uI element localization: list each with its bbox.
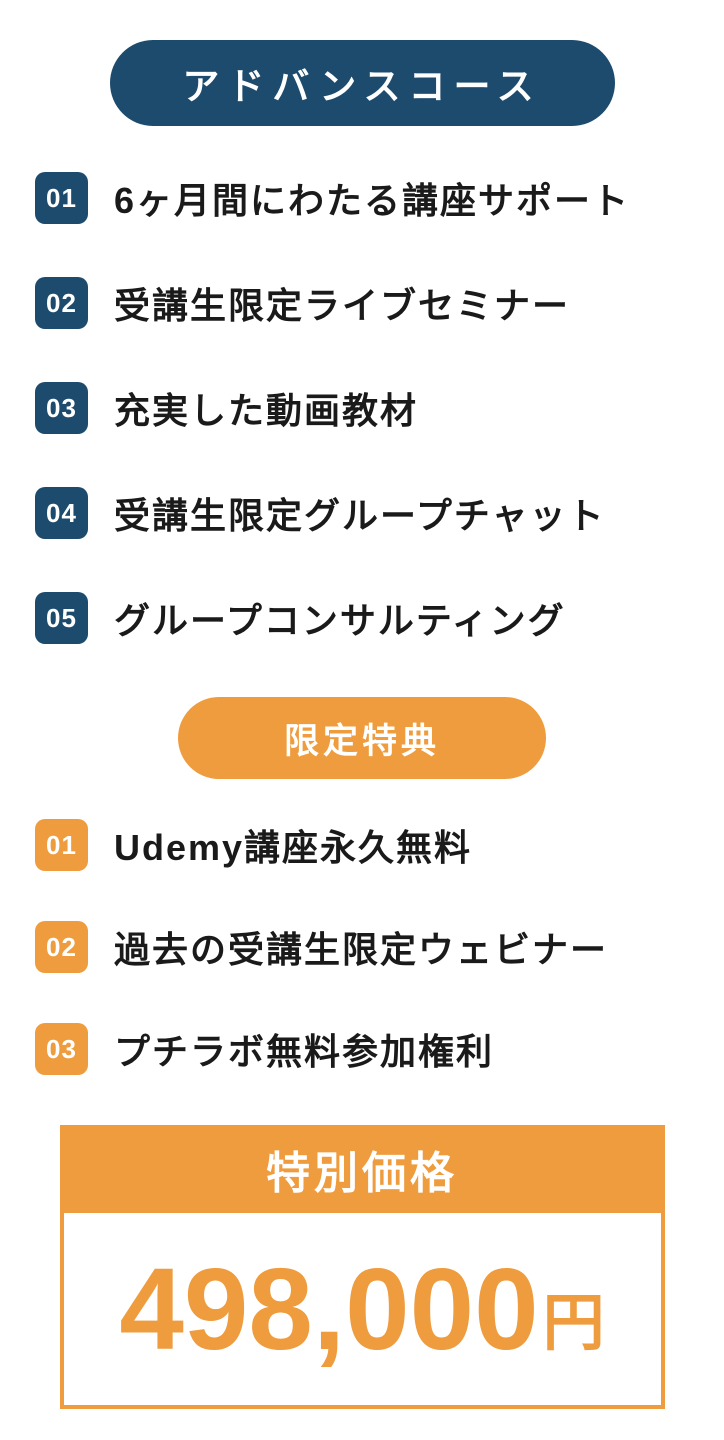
course-feature-item: 01 6ヶ月間にわたる講座サポート	[0, 172, 724, 224]
item-number-badge: 03	[35, 382, 88, 434]
course-feature-list: 01 6ヶ月間にわたる講座サポート 02 受講生限定ライブセミナー 03 充実し…	[0, 172, 724, 644]
price-body: 498,000 円	[59, 1213, 665, 1409]
course-feature-item: 03 充実した動画教材	[0, 382, 724, 434]
price-header-label: 特別価格	[59, 1125, 665, 1213]
bonus-title: 限定特典	[283, 721, 440, 761]
bonus-title-pill: 限定特典	[178, 697, 546, 779]
item-label: プチラボ無料参加権利	[114, 1031, 495, 1072]
bonus-item: 01 Udemy講座永久無料	[0, 819, 724, 871]
item-label: 受講生限定ライブセミナー	[114, 285, 571, 326]
item-number-badge: 02	[35, 921, 88, 973]
course-feature-item: 04 受講生限定グループチャット	[0, 487, 724, 539]
item-number-badge: 03	[35, 1023, 88, 1075]
course-title-pill: アドバンスコース	[109, 40, 615, 126]
bonus-list: 01 Udemy講座永久無料 02 過去の受講生限定ウェビナー 03 プチラボ無…	[0, 819, 724, 1075]
item-label: 過去の受講生限定ウェビナー	[114, 929, 609, 970]
item-number-badge: 01	[35, 819, 88, 871]
item-number-badge: 02	[35, 277, 88, 329]
item-label: 充実した動画教材	[114, 390, 419, 431]
price-amount: 498,000	[119, 1244, 539, 1374]
item-number-badge: 04	[35, 487, 88, 539]
course-feature-item: 02 受講生限定ライブセミナー	[0, 277, 724, 329]
course-title: アドバンスコース	[182, 66, 542, 107]
price-box: 特別価格 498,000 円	[59, 1125, 665, 1409]
item-number-badge: 05	[35, 592, 88, 644]
item-label: 6ヶ月間にわたる講座サポート	[114, 180, 631, 221]
course-feature-item: 05 グループコンサルティング	[0, 592, 724, 644]
price-unit: 円	[542, 1289, 605, 1358]
bonus-item: 02 過去の受講生限定ウェビナー	[0, 921, 724, 973]
item-number-badge: 01	[35, 172, 88, 224]
item-label: 受講生限定グループチャット	[114, 495, 606, 536]
item-label: Udemy講座永久無料	[114, 827, 473, 868]
bonus-item: 03 プチラボ無料参加権利	[0, 1023, 724, 1075]
item-label: グループコンサルティング	[114, 600, 566, 641]
